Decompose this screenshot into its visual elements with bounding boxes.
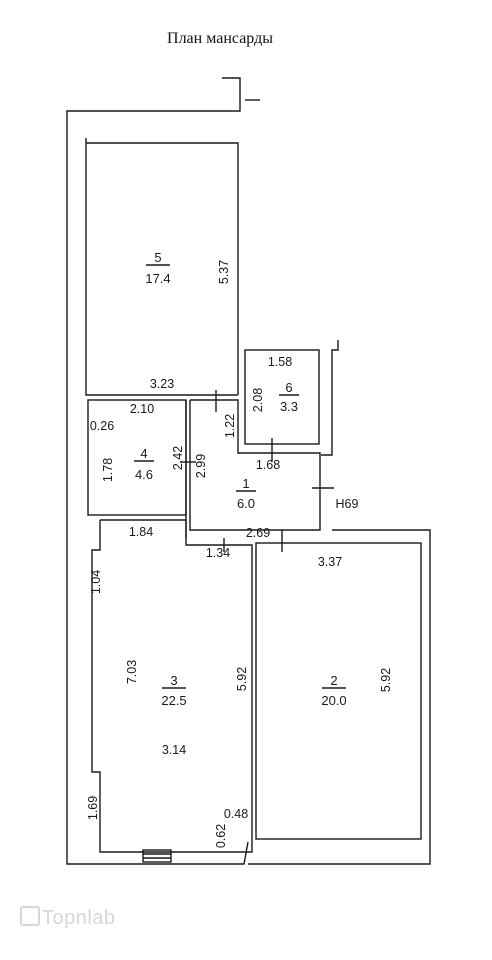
dim-label: 1.69 (86, 796, 100, 820)
room2-outer (248, 529, 431, 865)
dim-label: 3.37 (318, 555, 342, 569)
dim-label: 1.78 (101, 458, 115, 482)
window (142, 849, 172, 863)
dim-label: 1.34 (206, 546, 230, 560)
dim-label: 5.37 (217, 260, 231, 284)
room3-wall (91, 519, 253, 853)
dim-label: 1.04 (89, 570, 103, 594)
room-4-label: 4 4.6 (134, 446, 154, 482)
dim-label: 2.42 (171, 446, 185, 470)
dim-label: 2.08 (251, 388, 265, 412)
dim-label: 3.14 (162, 743, 186, 757)
dim-label: 1.68 (256, 458, 280, 472)
room-number: 3 (170, 673, 177, 688)
dimension-labels: 5.37 3.23 1.58 2.08 2.10 0.26 1.78 2.42 … (86, 260, 393, 848)
outer-wall-inner (85, 138, 238, 396)
room-area: 4.6 (135, 467, 153, 482)
room-number: 6 (285, 380, 292, 395)
dim-label: 0.62 (214, 824, 228, 848)
room-5-label: 5 17.4 (145, 250, 170, 286)
dim-label: 1.22 (223, 414, 237, 438)
outer-wall (66, 77, 249, 865)
room2-wall (255, 542, 422, 840)
room-area: 3.3 (280, 399, 298, 414)
watermark-icon (20, 906, 40, 926)
room-area: 6.0 (237, 496, 255, 511)
dim-label: 2.99 (194, 454, 208, 478)
room-1-label: 1 6.0 (236, 476, 256, 511)
dim-label: 7.03 (125, 660, 139, 684)
room-number: 4 (140, 446, 147, 461)
plan-title: План мансарды (167, 30, 273, 47)
room-number: 1 (242, 476, 249, 491)
room-number: 5 (154, 250, 161, 265)
room-3-label: 3 22.5 (161, 673, 186, 708)
dim-label: 3.23 (150, 377, 174, 391)
room-area: 20.0 (321, 693, 346, 708)
room6-wall (244, 349, 320, 445)
dim-label: H69 (336, 497, 359, 511)
room5-wall (86, 142, 239, 395)
room-number: 2 (330, 673, 337, 688)
dim-label: 1.58 (268, 355, 292, 369)
dim-label: 1.84 (129, 525, 153, 539)
room-6-label: 6 3.3 (279, 380, 299, 414)
watermark-text: Topnlab (42, 907, 116, 929)
dim-label: 5.92 (379, 668, 393, 692)
dim-label: 2.69 (246, 526, 270, 540)
room-area: 17.4 (145, 271, 170, 286)
walls (66, 77, 431, 865)
watermark-logo: Topnlab (20, 906, 116, 930)
right-step-wall (321, 340, 339, 456)
dim-label: 0.48 (224, 807, 248, 821)
room-area: 22.5 (161, 693, 186, 708)
dim-label: 0.26 (90, 419, 114, 433)
dim-label: 2.10 (130, 402, 154, 416)
room-2-label: 2 20.0 (321, 673, 346, 708)
hall-wall (189, 399, 321, 531)
dim-label: 5.92 (235, 667, 249, 691)
